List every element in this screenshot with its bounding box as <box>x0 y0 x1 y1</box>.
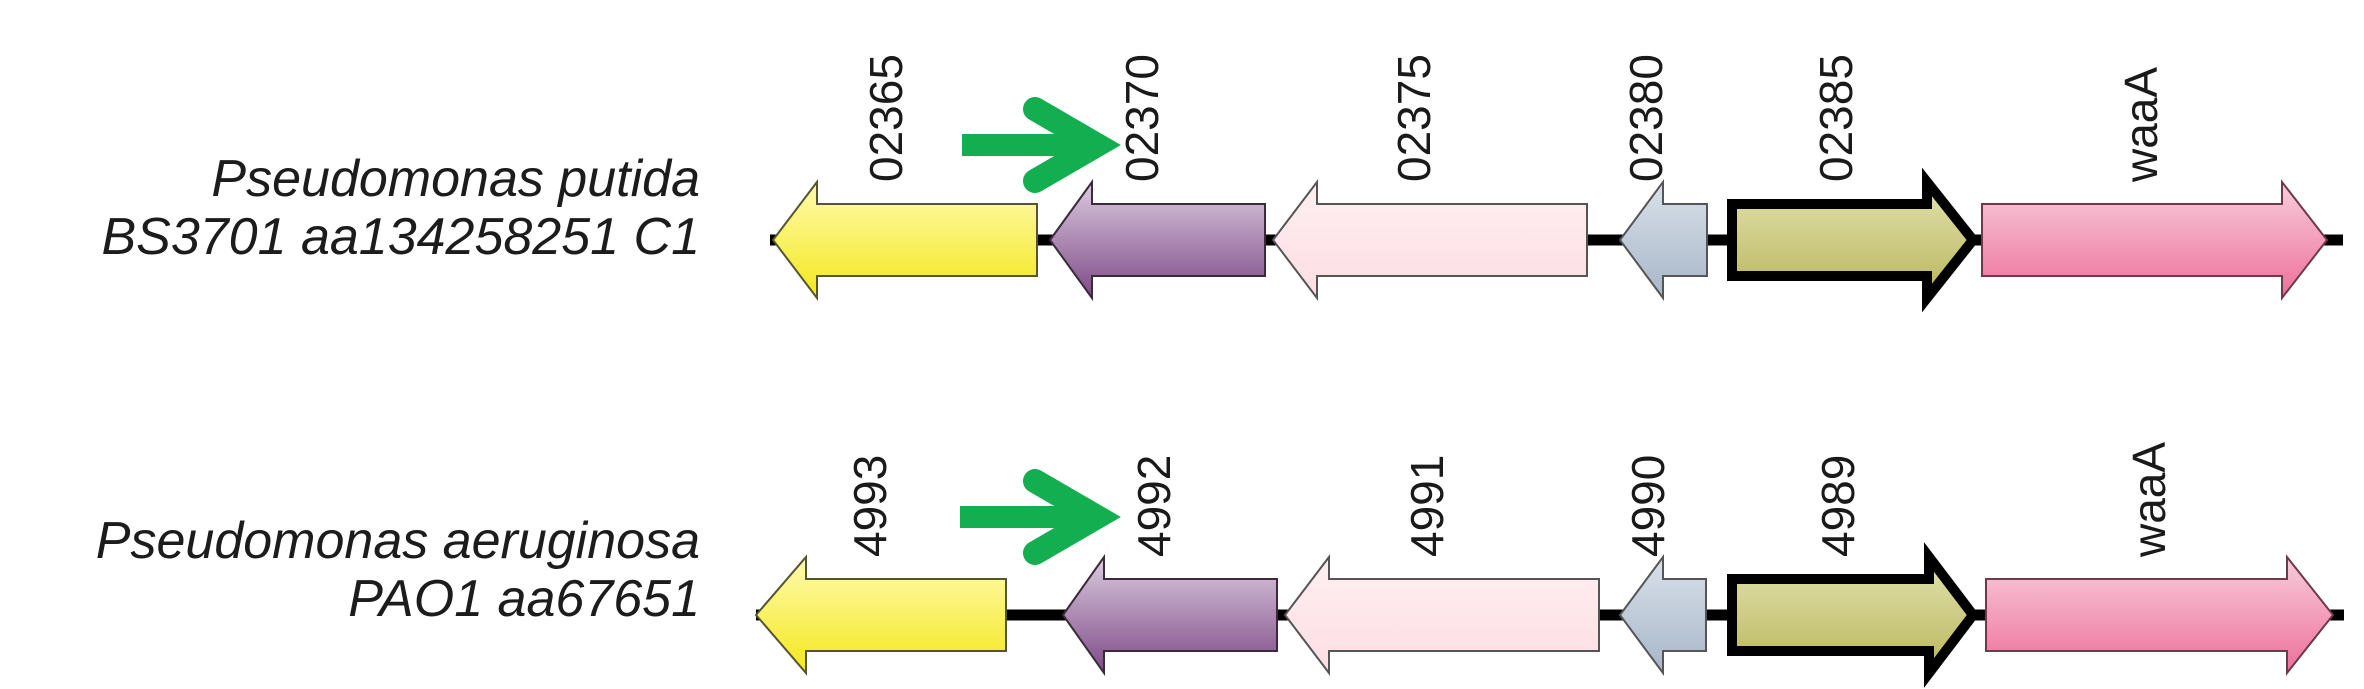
gene-label: waaA <box>2115 67 2167 183</box>
gene-arrow-02375 <box>1271 179 1588 301</box>
species-name-line: Pseudomonas aeruginosa <box>95 512 700 570</box>
gene-arrow-02385 <box>1727 167 1980 313</box>
highlight-arrow-icon <box>962 97 1121 193</box>
gene-track-putida: 02365 02370 02375 02380 02385 waaA <box>770 54 2343 313</box>
highlight-arrow-icon <box>960 469 1121 565</box>
gene-label: 4991 <box>1401 455 1453 557</box>
gene-label: 4992 <box>1128 455 1180 557</box>
gene-label: 4989 <box>1812 455 1864 557</box>
gene-label: waaA <box>2123 442 2175 558</box>
gene-label: 02380 <box>1620 54 1672 182</box>
gene-label: 02365 <box>860 54 912 182</box>
gene-arrow-4990 <box>1618 553 1707 677</box>
gene-arrow-4991 <box>1283 554 1600 676</box>
gene-arrow-4992 <box>1061 553 1278 677</box>
gene-arrow-02370 <box>1048 178 1266 302</box>
gene-arrow-waaA <box>1985 554 2335 676</box>
gene-label: 02370 <box>1116 54 1168 182</box>
gene-track-aeruginosa: 4993 4992 4991 4990 4989 waaA <box>754 442 2344 688</box>
gene-arrow-4989 <box>1727 542 1980 688</box>
gene-label: 4990 <box>1622 455 1674 557</box>
species-label-aeruginosa: Pseudomonas aeruginosa PAO1 aa67651 <box>96 512 700 628</box>
strain-id-line: BS3701 aa134258251 C1 <box>101 208 700 266</box>
gene-label: 02385 <box>1810 54 1862 182</box>
species-label-putida: Pseudomonas putida BS3701 aa134258251 C1 <box>101 150 700 266</box>
gene-arrow-4993 <box>754 554 1007 676</box>
gene-arrow-02380 <box>1618 178 1708 302</box>
gene-label: 02375 <box>1388 54 1440 182</box>
gene-arrow-waaA <box>1981 179 2329 301</box>
gene-arrow-02365 <box>771 179 1038 301</box>
gene-label: 4993 <box>844 455 896 557</box>
strain-id-line: PAO1 aa67651 <box>348 570 700 628</box>
species-name-line: Pseudomonas putida <box>211 150 700 208</box>
